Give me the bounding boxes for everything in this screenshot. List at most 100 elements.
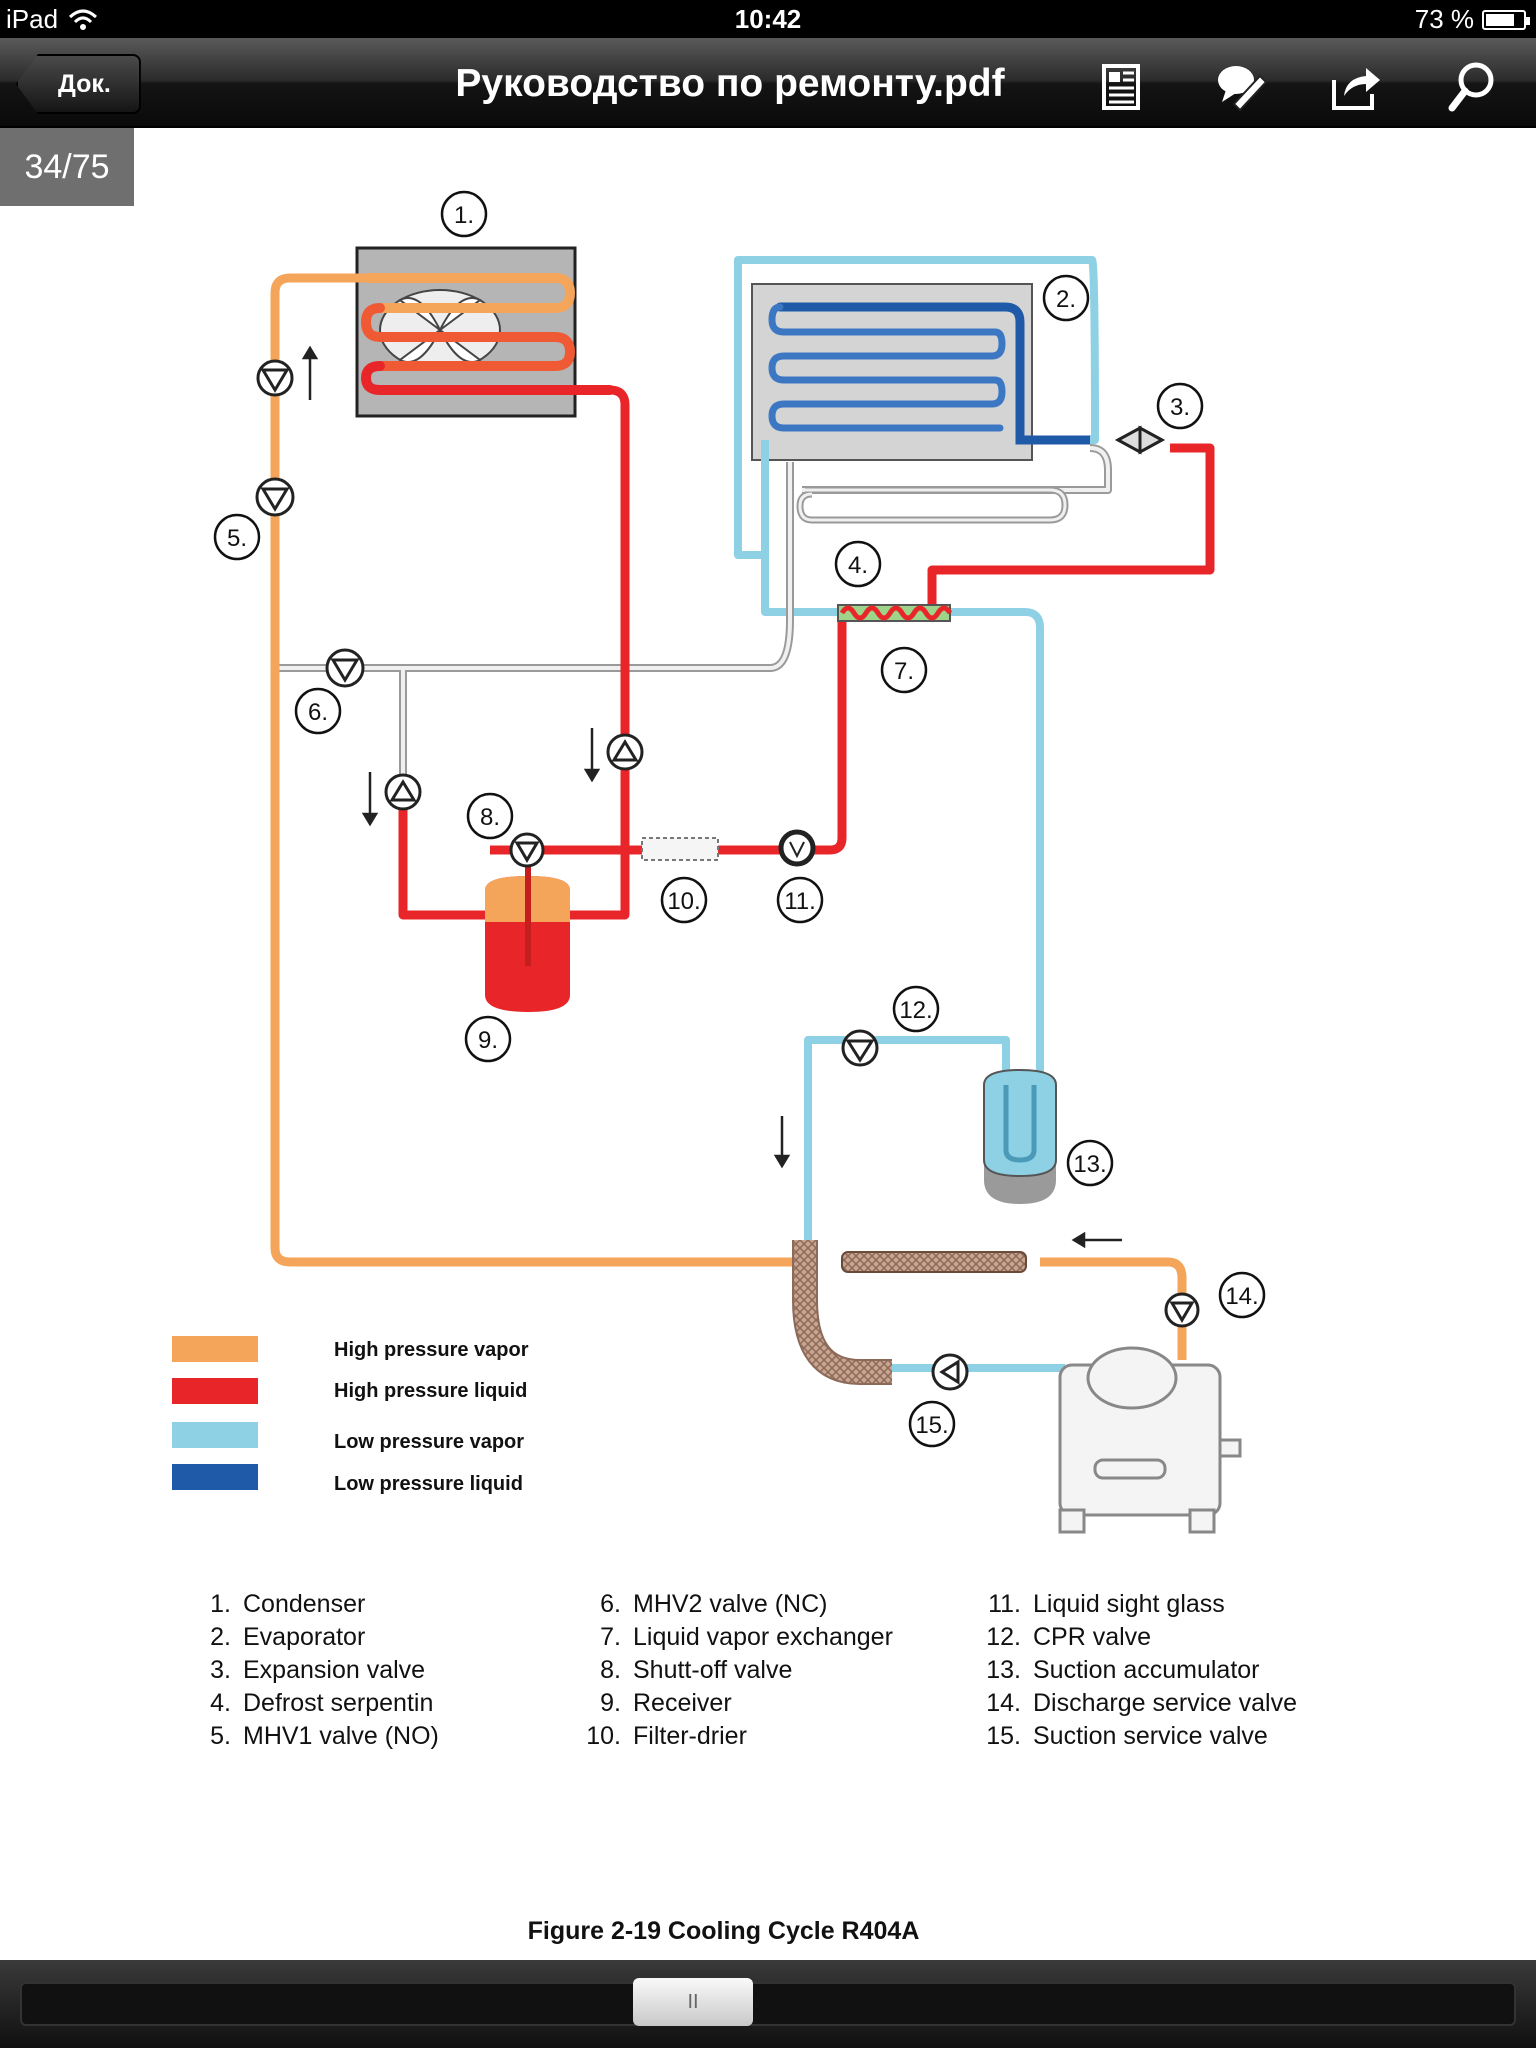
callout-9: 9.	[478, 1027, 498, 1054]
share-icon[interactable]	[1328, 58, 1384, 114]
component-name: Receiver	[633, 1689, 732, 1717]
defrost-coil	[796, 486, 1069, 524]
component-list-item: 10. Filter-drier	[575, 1722, 893, 1755]
receiver-tank	[485, 850, 570, 1012]
component-number: 14.	[986, 1689, 1021, 1717]
valve-icons	[255, 359, 1200, 1391]
component-name: CPR valve	[1033, 1623, 1152, 1651]
legend-swatch-hp-vapor	[172, 1336, 258, 1362]
component-name: Suction accumulator	[1033, 1656, 1260, 1684]
component-number: 1.	[210, 1590, 231, 1618]
component-number: 9.	[600, 1689, 621, 1717]
component-number: 11.	[988, 1590, 1021, 1618]
back-button[interactable]: Док.	[16, 54, 141, 114]
component-name: Expansion valve	[243, 1656, 426, 1684]
compressor	[1058, 1346, 1242, 1534]
component-list-item: 8. Shutt-off valve	[575, 1656, 893, 1689]
component-list-item: 6. MHV2 valve (NC)	[575, 1590, 893, 1623]
pdf-page[interactable]: 1. 2. 3. 4. 5. 6. 7. 8. 9. 10. 11. 12. 1…	[0, 130, 1536, 1960]
fan-icon	[379, 289, 501, 371]
callout-6: 6.	[308, 699, 328, 726]
component-number: 6.	[600, 1590, 621, 1618]
evaporator-coil-light	[768, 303, 1006, 432]
component-list-item: 7. Liquid vapor exchanger	[575, 1623, 893, 1656]
component-name: MHV2 valve (NC)	[633, 1590, 828, 1618]
device-name: iPad	[6, 4, 59, 34]
component-number: 10.	[586, 1722, 621, 1750]
component-list-item: 9. Receiver	[575, 1689, 893, 1722]
callout-10: 10.	[667, 888, 700, 915]
component-number: 12.	[986, 1623, 1021, 1651]
flow-arrows	[301, 345, 1122, 1249]
component-number: 3.	[210, 1656, 231, 1684]
condenser-coil	[360, 273, 615, 395]
component-name: Filter-drier	[633, 1722, 747, 1750]
component-number: 5.	[210, 1722, 231, 1750]
cooling-cycle-diagram: 1. 2. 3. 4. 5. 6. 7. 8. 9. 10. 11. 12. 1…	[172, 190, 1266, 1534]
component-list-item: 15.Suction service valve	[975, 1722, 1297, 1755]
navigation-bar: Док. Руководство по ремонту.pdf	[0, 38, 1536, 128]
callout-7: 7.	[894, 658, 914, 685]
component-number: 8.	[600, 1656, 621, 1684]
page-scrubber-bar: II	[0, 1960, 1536, 2048]
status-bar: iPad 10:42 73 %	[0, 0, 1536, 38]
component-number: 2.	[210, 1623, 231, 1651]
callout-3: 3.	[1170, 394, 1190, 421]
component-name: Shutt-off valve	[633, 1656, 793, 1684]
component-name: Evaporator	[243, 1623, 366, 1651]
clock: 10:42	[734, 4, 802, 34]
legend-label-lp-vapor: Low pressure vapor	[334, 1431, 524, 1453]
component-list-item: 11.Liquid sight glass	[975, 1590, 1297, 1623]
component-name: Defrost serpentin	[243, 1689, 434, 1717]
component-name: Liquid vapor exchanger	[633, 1623, 893, 1651]
component-list-item: 1. Condenser	[185, 1590, 439, 1623]
component-number: 4.	[210, 1689, 231, 1717]
search-icon[interactable]	[1446, 58, 1502, 114]
legend-label-hp-liquid: High pressure liquid	[334, 1380, 527, 1402]
legend-label-lp-liquid: Low pressure liquid	[334, 1473, 523, 1495]
component-list-item: 12. CPR valve	[975, 1623, 1297, 1656]
legend-swatch-lp-vapor	[172, 1422, 258, 1448]
callout-1: 1.	[454, 202, 474, 229]
heat-exchanger-mesh	[841, 1251, 1027, 1273]
battery-icon	[1482, 9, 1530, 30]
annotate-icon[interactable]	[1212, 58, 1268, 114]
sight-glass	[778, 829, 816, 867]
evaporator-coil	[775, 302, 1095, 445]
component-number: 7.	[600, 1623, 621, 1651]
callout-circles	[213, 190, 1266, 1448]
callout-11: 11.	[784, 888, 816, 915]
legend-swatch-hp-liquid	[172, 1378, 258, 1404]
component-list-item: 14. Discharge service valve	[975, 1689, 1297, 1722]
page-layout-icon[interactable]	[1094, 58, 1150, 114]
page-indicator: 34/75	[0, 128, 134, 206]
callout-8: 8.	[480, 804, 500, 831]
wifi-icon	[69, 9, 98, 30]
callout-5: 5.	[227, 525, 247, 552]
callout-14: 14.	[1225, 1283, 1258, 1310]
component-list-item: 2. Evaporator	[185, 1623, 439, 1656]
battery-percent: 73 %	[1414, 4, 1474, 34]
component-list-item: 5. MHV1 valve (NO)	[185, 1722, 439, 1755]
component-name: Discharge service valve	[1033, 1689, 1297, 1717]
figure-caption: Figure 2-19 Cooling Cycle R404A	[527, 1917, 920, 1945]
component-column-1: 1. Condenser 2. Evaporator 3. Expansion valve…	[185, 1590, 439, 1755]
document-title: Руководство по ремонту.pdf	[455, 62, 1005, 105]
pressure-legend: High pressure vapor High pressure liquid…	[172, 1336, 529, 1495]
page-scrubber-thumb[interactable]: II	[633, 1978, 753, 2026]
component-list-item: 13. Suction accumulator	[975, 1656, 1297, 1689]
component-name: Condenser	[243, 1590, 366, 1618]
component-list-item: 3. Expansion valve	[185, 1656, 439, 1689]
component-name: MHV1 valve (NO)	[243, 1722, 439, 1750]
filter-drier	[641, 837, 719, 861]
callout-4: 4.	[848, 552, 868, 579]
suction-accumulator	[983, 1068, 1057, 1204]
legend-swatch-lp-liquid	[172, 1464, 258, 1490]
component-column-2: 6. MHV2 valve (NC) 7. Liquid vapor exchange…	[575, 1590, 893, 1755]
page-scrubber-track[interactable]	[20, 1982, 1516, 2026]
component-number: 15.	[986, 1722, 1021, 1750]
callout-2: 2.	[1056, 286, 1076, 313]
component-number: 13.	[986, 1656, 1021, 1684]
callout-13: 13.	[1073, 1151, 1106, 1178]
